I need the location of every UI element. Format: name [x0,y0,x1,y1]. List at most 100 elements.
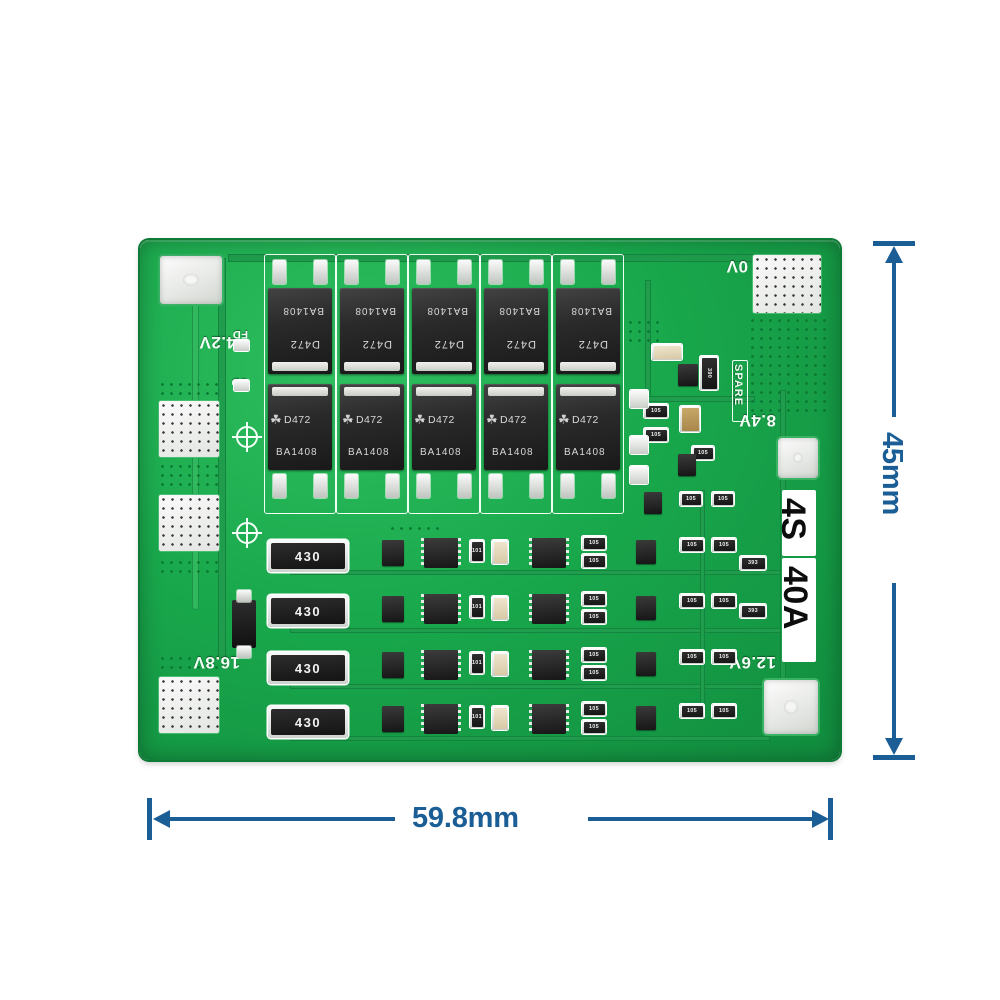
via-group-mid [388,524,444,534]
capacitor-105-right: 105 [692,446,714,460]
mosfet-bottom-2: D472 ☘ BA1408 [340,384,404,470]
silk-label-16v8: 16.8V [193,653,240,672]
silk-label-spare: SPARE [732,364,744,407]
trace-mid-horizontal-2 [290,628,810,633]
transistor-sot23-right [678,364,698,386]
trace-mid-horizontal-4 [290,736,770,741]
silk-label-0v: 0V [726,257,748,276]
capacitor-105: 105 [582,536,606,550]
resistor-390: 390 [700,356,718,390]
transistor-sot23 [382,596,404,622]
dim-line-horizontal-right [588,817,812,821]
polarity-cross-lower [236,522,258,544]
trace-top-bus [228,254,808,262]
via-group-top [626,318,660,342]
resistor-393: 393 [740,556,766,570]
mosfet-top-4: BA1408 D472 [484,288,548,374]
mosfet-top-2: BA1408 D472 [340,288,404,374]
via-field-left-4 [158,654,220,672]
silk-label-4v2: 4.2V [199,333,236,352]
mosfet-lead [386,474,399,498]
capacitor-tan-right [680,406,700,432]
resistor-393: 393 [740,604,766,618]
silk-outline-fet-col-5 [552,254,624,514]
ic-soic8 [421,650,461,680]
silk-label-fd: FD [232,328,248,340]
silk-outline-fet-col-4 [480,254,552,514]
mosfet-lead [345,474,358,498]
capacitor-cream [492,706,508,730]
balance-resistor-1: 430 [268,540,348,572]
mosfet-lead [530,474,543,498]
via-field-left-1 [158,380,220,398]
mosfet-top-3: BA1408 D472 [412,288,476,374]
capacitor-cream [492,652,508,676]
dim-arrow-down [885,738,903,755]
mosfet-bottom-4: D472 ☘ BA1408 [484,384,548,470]
dim-line-horizontal-left [170,817,395,821]
capacitor-105: 105 [712,594,736,608]
dim-arrow-up [885,246,903,263]
resistor-101: 101 [470,596,484,618]
dim-line-vertical-upper [892,262,896,417]
capacitor-105: 105 [582,702,606,716]
capacitor-105: 105 [680,538,704,552]
diode-lead-bottom [237,646,251,658]
dim-line-vertical-lower [892,583,896,738]
resistor-101: 101 [470,706,484,728]
mosfet-lead [273,474,286,498]
trace-left-rail [218,258,226,658]
via-field-left-2 [158,462,220,490]
mosfet-lead [530,260,543,284]
silk-outline-fet-col-3 [408,254,480,514]
transistor-sot23 [636,706,656,730]
silk-outline-fet-col-2 [336,254,408,514]
ic-soic8 [529,594,569,624]
mosfet-lead [314,260,327,284]
pad-b-plus-right-mid [776,436,820,480]
transistor-sot23 [636,596,656,620]
mosfet-lead [386,260,399,284]
capacitor-105: 105 [582,610,606,624]
diode-lead-top [237,590,251,602]
mosfet-lead [458,260,471,284]
capacitor-105: 105 [582,592,606,606]
transistor-sot23 [636,652,656,676]
mosfet-lead [489,260,502,284]
dim-tick-bottom [873,755,915,760]
capacitor-105: 105 [712,704,736,718]
capacitor-right-cream [652,344,682,360]
pad-p-plus-bottom-right [762,678,820,736]
mosfet-lead [561,474,574,498]
mosfet-bottom-1: D472 ☘ BA1408 [268,384,332,470]
dim-label-width: 59.8mm [412,802,519,834]
mosfet-lead [417,474,430,498]
resistor-101: 101 [470,652,484,674]
ic-soic8 [421,594,461,624]
dim-tick-top [873,241,915,246]
silk-label-12v6: 12.6V [729,653,776,672]
pad-via-array-left-1 [158,400,220,458]
transistor-sot23 [636,540,656,564]
dim-arrow-right [812,810,829,828]
dim-arrow-left [153,810,170,828]
ic-soic8 [529,538,569,568]
capacitor-105: 105 [680,650,704,664]
mosfet-lead [602,260,615,284]
pad-via-array-left-3 [158,676,220,734]
ic-soic8 [529,650,569,680]
transistor-sot23 [382,540,404,566]
capacitor-105-right: 105 [644,428,668,442]
dim-tick-right [828,798,833,840]
silk-box-4s [782,490,816,556]
capacitor-105: 105 [582,554,606,568]
capacitor-105: 105 [712,650,736,664]
pcb-board: 4.2V 16.8V 0V 8.4V 12.6V FD CD SPARE 4S … [140,240,840,760]
capacitor-105-right: 105 [644,404,668,418]
silk-outline-fet-col-1 [264,254,336,514]
capacitor-105: 105 [680,594,704,608]
ic-soic8 [421,538,461,568]
mosfet-bottom-5: D472 ☘ BA1408 [556,384,620,470]
trace-mid-horizontal [290,570,810,575]
mosfet-top-5: BA1408 D472 [556,288,620,374]
